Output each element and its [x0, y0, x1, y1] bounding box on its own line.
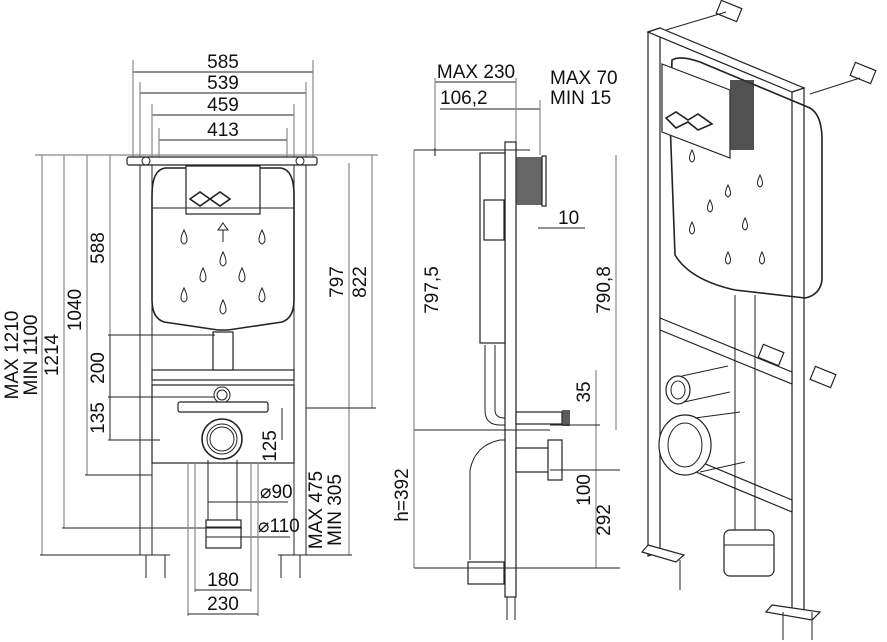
pipe-dimensions: ⌀90 ⌀110 180 230: [187, 462, 300, 616]
dim-min-1100: MIN 1100: [21, 315, 42, 396]
drain-pipe: [177, 386, 269, 549]
isometric-view: [640, 0, 877, 640]
dim-diameter-90: ⌀90: [260, 482, 293, 503]
dim-125: 125: [260, 430, 281, 462]
width-dimensions: 585 539 459 413: [132, 52, 314, 160]
dim-292: 292: [594, 504, 615, 536]
iso-water-drop-icons: [689, 148, 765, 265]
side-view: MAX 230 106,2 MAX 70 MIN 15 10 797,5: [392, 62, 620, 620]
dim-797-5: 797,5: [422, 266, 443, 314]
dim-135: 135: [88, 402, 109, 434]
dim-max-70: MAX 70: [550, 68, 618, 89]
water-drop-icons: [180, 228, 266, 315]
frame: [126, 156, 318, 555]
flush-plate-logo: [188, 191, 232, 207]
dim-106-2: 106,2: [440, 88, 488, 109]
dim-413: 413: [207, 120, 239, 141]
front-view: 585 539 459 413: [2, 52, 378, 616]
dim-459: 459: [207, 95, 239, 116]
dim-100: 100: [574, 474, 595, 506]
dim-1214: 1214: [42, 333, 63, 376]
dim-max-230: MAX 230: [437, 62, 515, 83]
dim-200: 200: [88, 352, 109, 384]
dim-min-15: MIN 15: [550, 88, 611, 109]
dim-539: 539: [207, 73, 239, 94]
dim-10: 10: [558, 208, 579, 229]
dim-790-8: 790,8: [594, 266, 615, 314]
flush-plate: [185, 165, 261, 215]
dim-max-475: MAX 475: [306, 471, 327, 549]
dim-35: 35: [574, 381, 595, 402]
dim-230: 230: [207, 594, 239, 615]
dim-max-1210: MAX 1210: [2, 311, 23, 400]
dim-1040: 1040: [65, 289, 86, 331]
dim-min-305: MIN 305: [325, 474, 346, 546]
dim-180: 180: [207, 570, 239, 591]
dim-822: 822: [350, 266, 371, 298]
dim-h-392: h=392: [392, 468, 413, 521]
dim-585: 585: [207, 52, 239, 73]
dim-588: 588: [88, 232, 109, 264]
left-height-dimensions: MAX 1210 MIN 1100 1214 1040 588 200 135: [2, 155, 242, 556]
dim-797: 797: [327, 266, 348, 298]
cistern: [151, 165, 295, 371]
arrow-up-icon: [217, 222, 229, 242]
right-height-dimensions: 797 822 125 MAX 475 MIN 305: [260, 155, 376, 556]
dim-diameter-110: ⌀110: [258, 516, 300, 537]
